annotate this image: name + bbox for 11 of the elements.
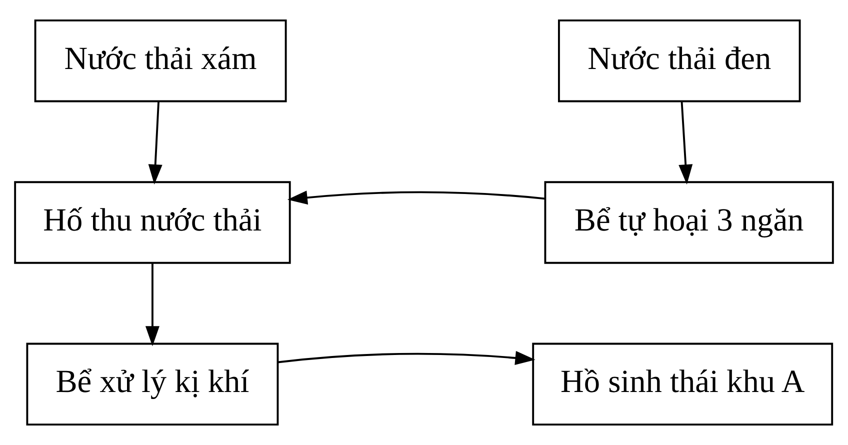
- arrow: [145, 263, 160, 346]
- node-box: Bể xử lý kị khí: [26, 342, 279, 426]
- arrow: [278, 350, 536, 365]
- node-box: Nước thải xám: [34, 20, 287, 102]
- node-box: Hồ sinh thái khu A: [532, 342, 834, 426]
- arrow: [148, 102, 162, 185]
- node-box: Nước thải đen: [558, 20, 801, 102]
- arrow: [678, 102, 693, 185]
- node-box: Bể tự hoại 3 ngăn: [544, 181, 834, 264]
- node-box: Hố thu nước thải: [14, 181, 291, 264]
- arrow: [287, 190, 546, 205]
